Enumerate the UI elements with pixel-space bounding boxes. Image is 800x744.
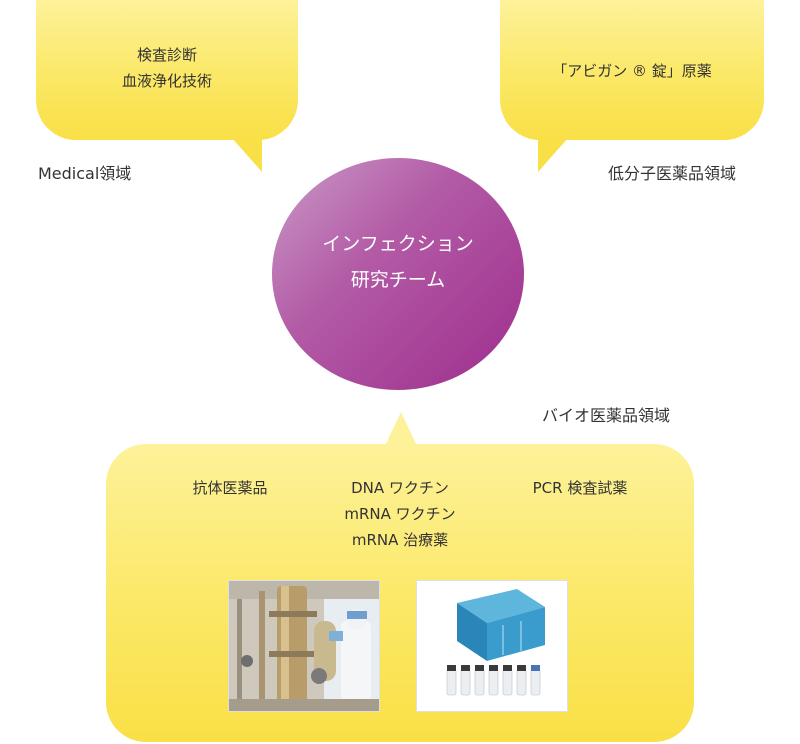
avigan-label: 「アビガン ® 錠」原薬 [552, 62, 712, 80]
pcr-kit-photo [416, 580, 568, 712]
medical-bubble-text: 検査診断 血液浄化技術 [36, 42, 298, 94]
pcr-reagent-text: PCR 検査試薬 [532, 479, 628, 497]
mrna-vaccine: mRNA ワクチン [344, 505, 456, 523]
dna-vaccine: DNA ワクチン [351, 479, 449, 497]
medical-bubble-tail [232, 138, 262, 172]
center-line-2: 研究チーム [350, 269, 446, 291]
small-molecule-bubble [500, 0, 764, 140]
small-molecule-area-label: 低分子医薬品領域 [608, 164, 737, 183]
bioreactor-photo [228, 580, 380, 712]
small-molecule-bubble-text: 「アビガン ® 錠」原薬 [500, 58, 764, 84]
medical-area-label: Medical領域 [38, 164, 132, 183]
bioreactor-illustration [229, 581, 379, 711]
infection-team-circle: インフェクション 研究チーム [272, 158, 524, 390]
mrna-therapeutic: mRNA 治療薬 [351, 531, 449, 549]
bio-bubble-tail [385, 412, 417, 446]
center-line-1: インフェクション [322, 233, 474, 255]
antibody-text: 抗体医薬品 [192, 479, 268, 497]
pcr-kit-illustration [417, 581, 567, 711]
bio-area-label: バイオ医薬品領域 [542, 406, 671, 425]
medical-line-1: 検査診断 [136, 46, 197, 64]
dna-mrna-text: DNA ワクチン mRNA ワクチン mRNA 治療薬 [320, 475, 480, 553]
bio-bubble [106, 444, 694, 742]
small-molecule-bubble-tail [538, 138, 568, 172]
medical-bubble [36, 0, 298, 140]
medical-line-2: 血液浄化技術 [121, 72, 212, 90]
